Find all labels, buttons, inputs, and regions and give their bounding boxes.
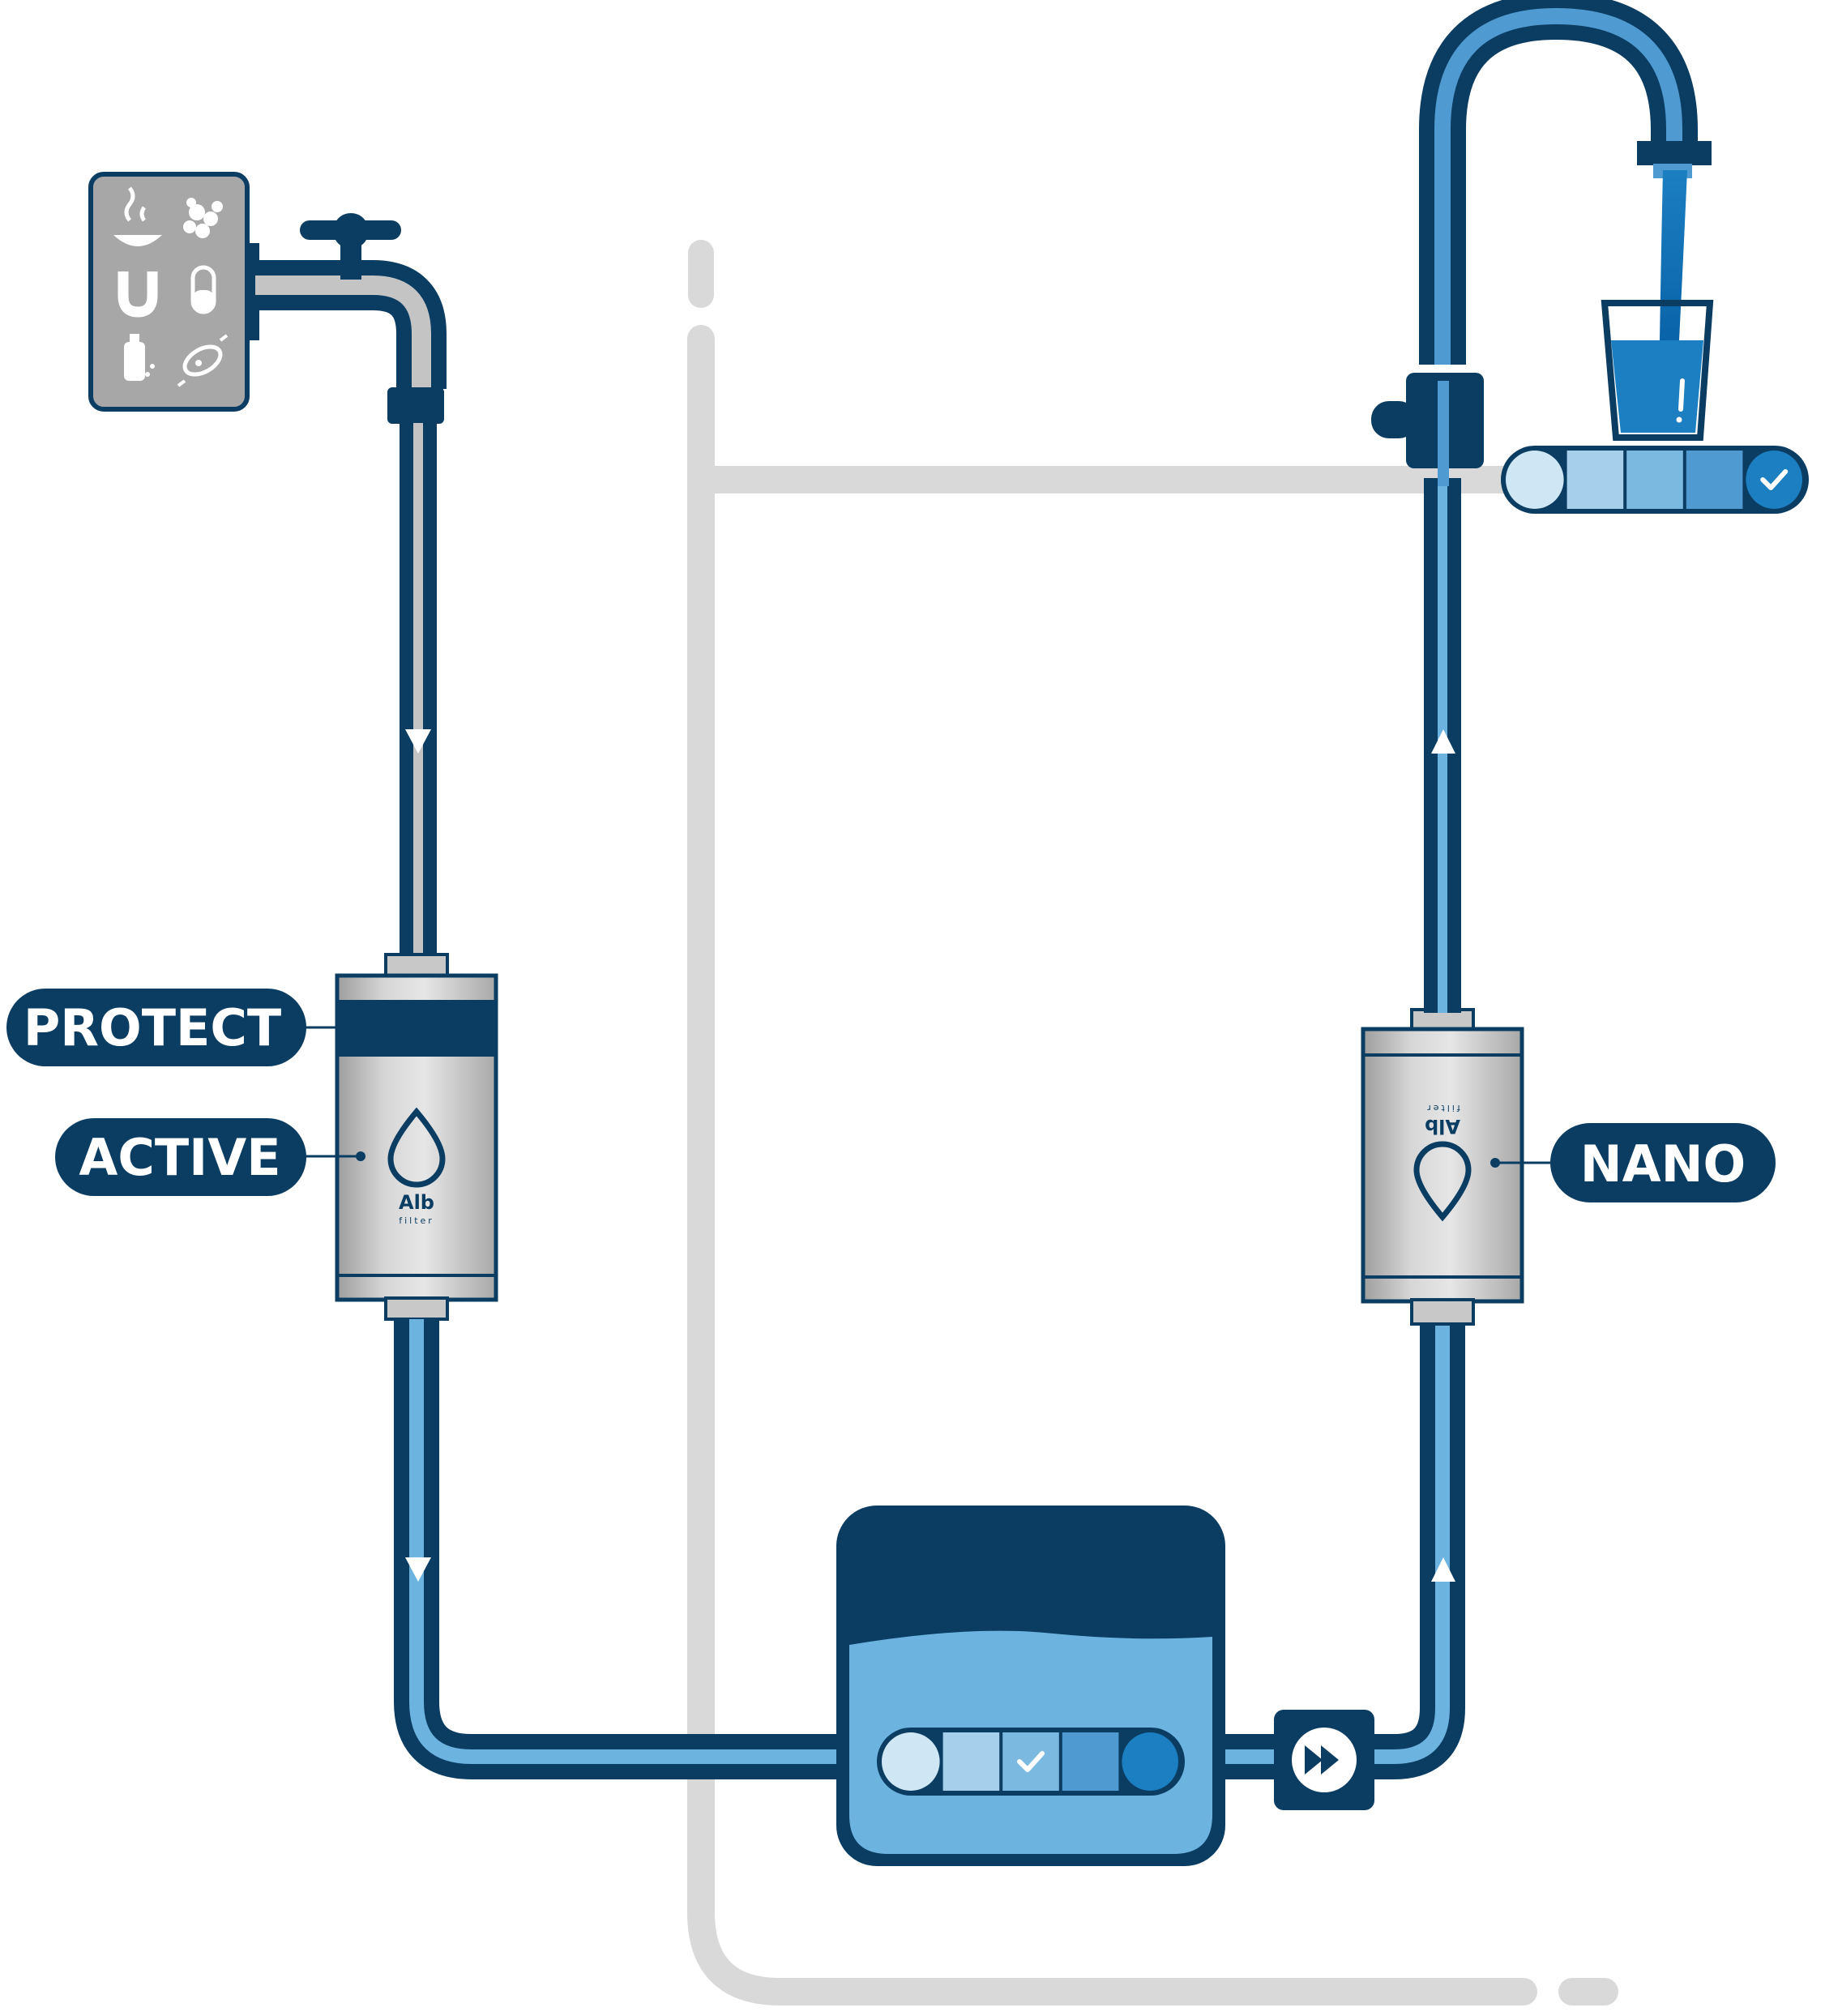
pill-icon (190, 265, 216, 314)
nano-filter: Alb filter (1361, 1008, 1524, 1326)
flow-arrow-down-icon (405, 1557, 431, 1582)
indicator-segment (1746, 451, 1802, 509)
label-protect: PROTECT (6, 989, 339, 1066)
indicator-segment (1566, 451, 1624, 509)
svg-text:filter: filter (1425, 1103, 1460, 1113)
tank-quality-indicator (877, 1728, 1185, 1796)
indicator-segment (1062, 1732, 1119, 1791)
flow-arrow-up-icon (1431, 729, 1455, 754)
magnet-icon (118, 271, 158, 318)
svg-text:filter: filter (399, 1215, 434, 1226)
check-icon (1017, 1751, 1045, 1772)
indicator-segment (1002, 1732, 1059, 1791)
indicator-segment (1506, 451, 1564, 509)
microbes-icon (183, 198, 223, 238)
plastic-bottle-icon (124, 334, 155, 381)
flow-arrow-up-icon (1431, 1557, 1455, 1582)
storage-tank (836, 1506, 1225, 1866)
svg-text:NANO: NANO (1580, 1134, 1746, 1194)
svg-text:PROTECT: PROTECT (24, 998, 281, 1057)
pipe-inlet (400, 423, 437, 966)
indicator-segment (882, 1732, 940, 1791)
chemicals-icon (113, 186, 162, 246)
protect-active-filter: Alb filter (335, 953, 498, 1321)
indicator-segment (1686, 451, 1743, 509)
supply-tap (243, 213, 447, 424)
background-frame (687, 240, 1618, 2005)
bacteria-icon (177, 334, 229, 387)
faucet (1371, 0, 1712, 486)
svg-text:Alb: Alb (1425, 1115, 1460, 1138)
check-icon (1760, 469, 1789, 490)
svg-text:ACTIVE: ACTIVE (79, 1128, 280, 1187)
fast-forward-icon (1305, 1745, 1339, 1775)
contaminant-panel (88, 172, 250, 412)
indicator-segment (1122, 1732, 1178, 1791)
alb-logo-inverted: Alb filter (1413, 1103, 1472, 1222)
output-quality-indicator (1501, 446, 1809, 514)
svg-text:Alb: Alb (399, 1191, 434, 1214)
indicator-segment (942, 1732, 1000, 1791)
flow-arrow-down-icon (405, 729, 431, 754)
label-active: ACTIVE (55, 1118, 361, 1196)
indicator-segment (1626, 451, 1683, 509)
water-glass (1601, 170, 1714, 441)
label-nano: NANO (1495, 1123, 1776, 1202)
alb-logo: Alb filter (387, 1107, 446, 1226)
pump (1274, 1710, 1374, 1810)
pipe-outlet (1424, 478, 1461, 1013)
